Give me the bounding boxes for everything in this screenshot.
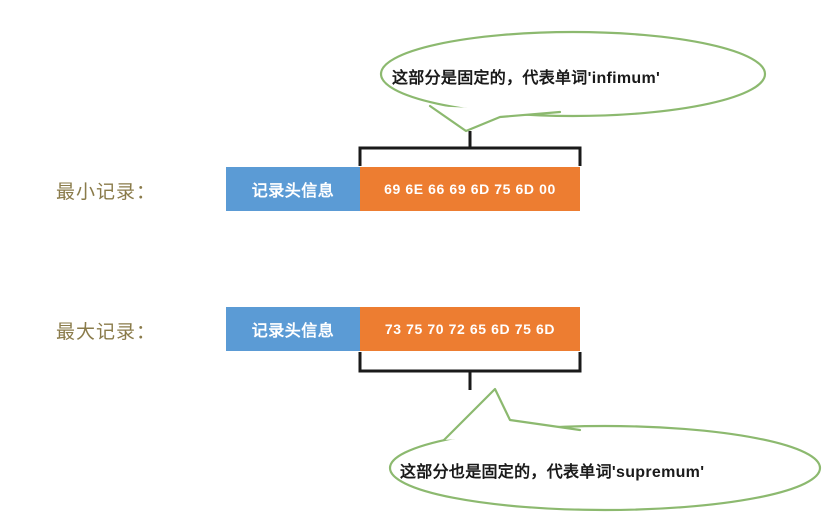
supremum-callout-text: 这部分也是固定的，代表单词'supremum': [400, 464, 705, 481]
record-bar-min: 记录头信息 69 6E 66 69 6D 75 6D 00: [226, 167, 580, 211]
record-header-cell-max: 记录头信息: [226, 307, 360, 351]
record-bar-max: 记录头信息 73 75 70 72 65 6D 75 6D: [226, 307, 580, 351]
record-body-cell-min: 69 6E 66 69 6D 75 6D 00: [360, 167, 580, 211]
record-body-cell-max: 73 75 70 72 65 6D 75 6D: [360, 307, 580, 351]
record-header-cell-min: 记录头信息: [226, 167, 360, 211]
row-label-min-record: 最小记录：: [56, 182, 157, 203]
infimum-callout-bubble: [379, 30, 767, 133]
infimum-brace: [358, 131, 582, 166]
infimum-callout-text: 这部分是固定的，代表单词'infimum': [392, 70, 661, 87]
row-label-max-record: 最大记录：: [56, 322, 157, 343]
supremum-brace: [358, 352, 582, 390]
supremum-callout-bubble: [388, 387, 822, 512]
